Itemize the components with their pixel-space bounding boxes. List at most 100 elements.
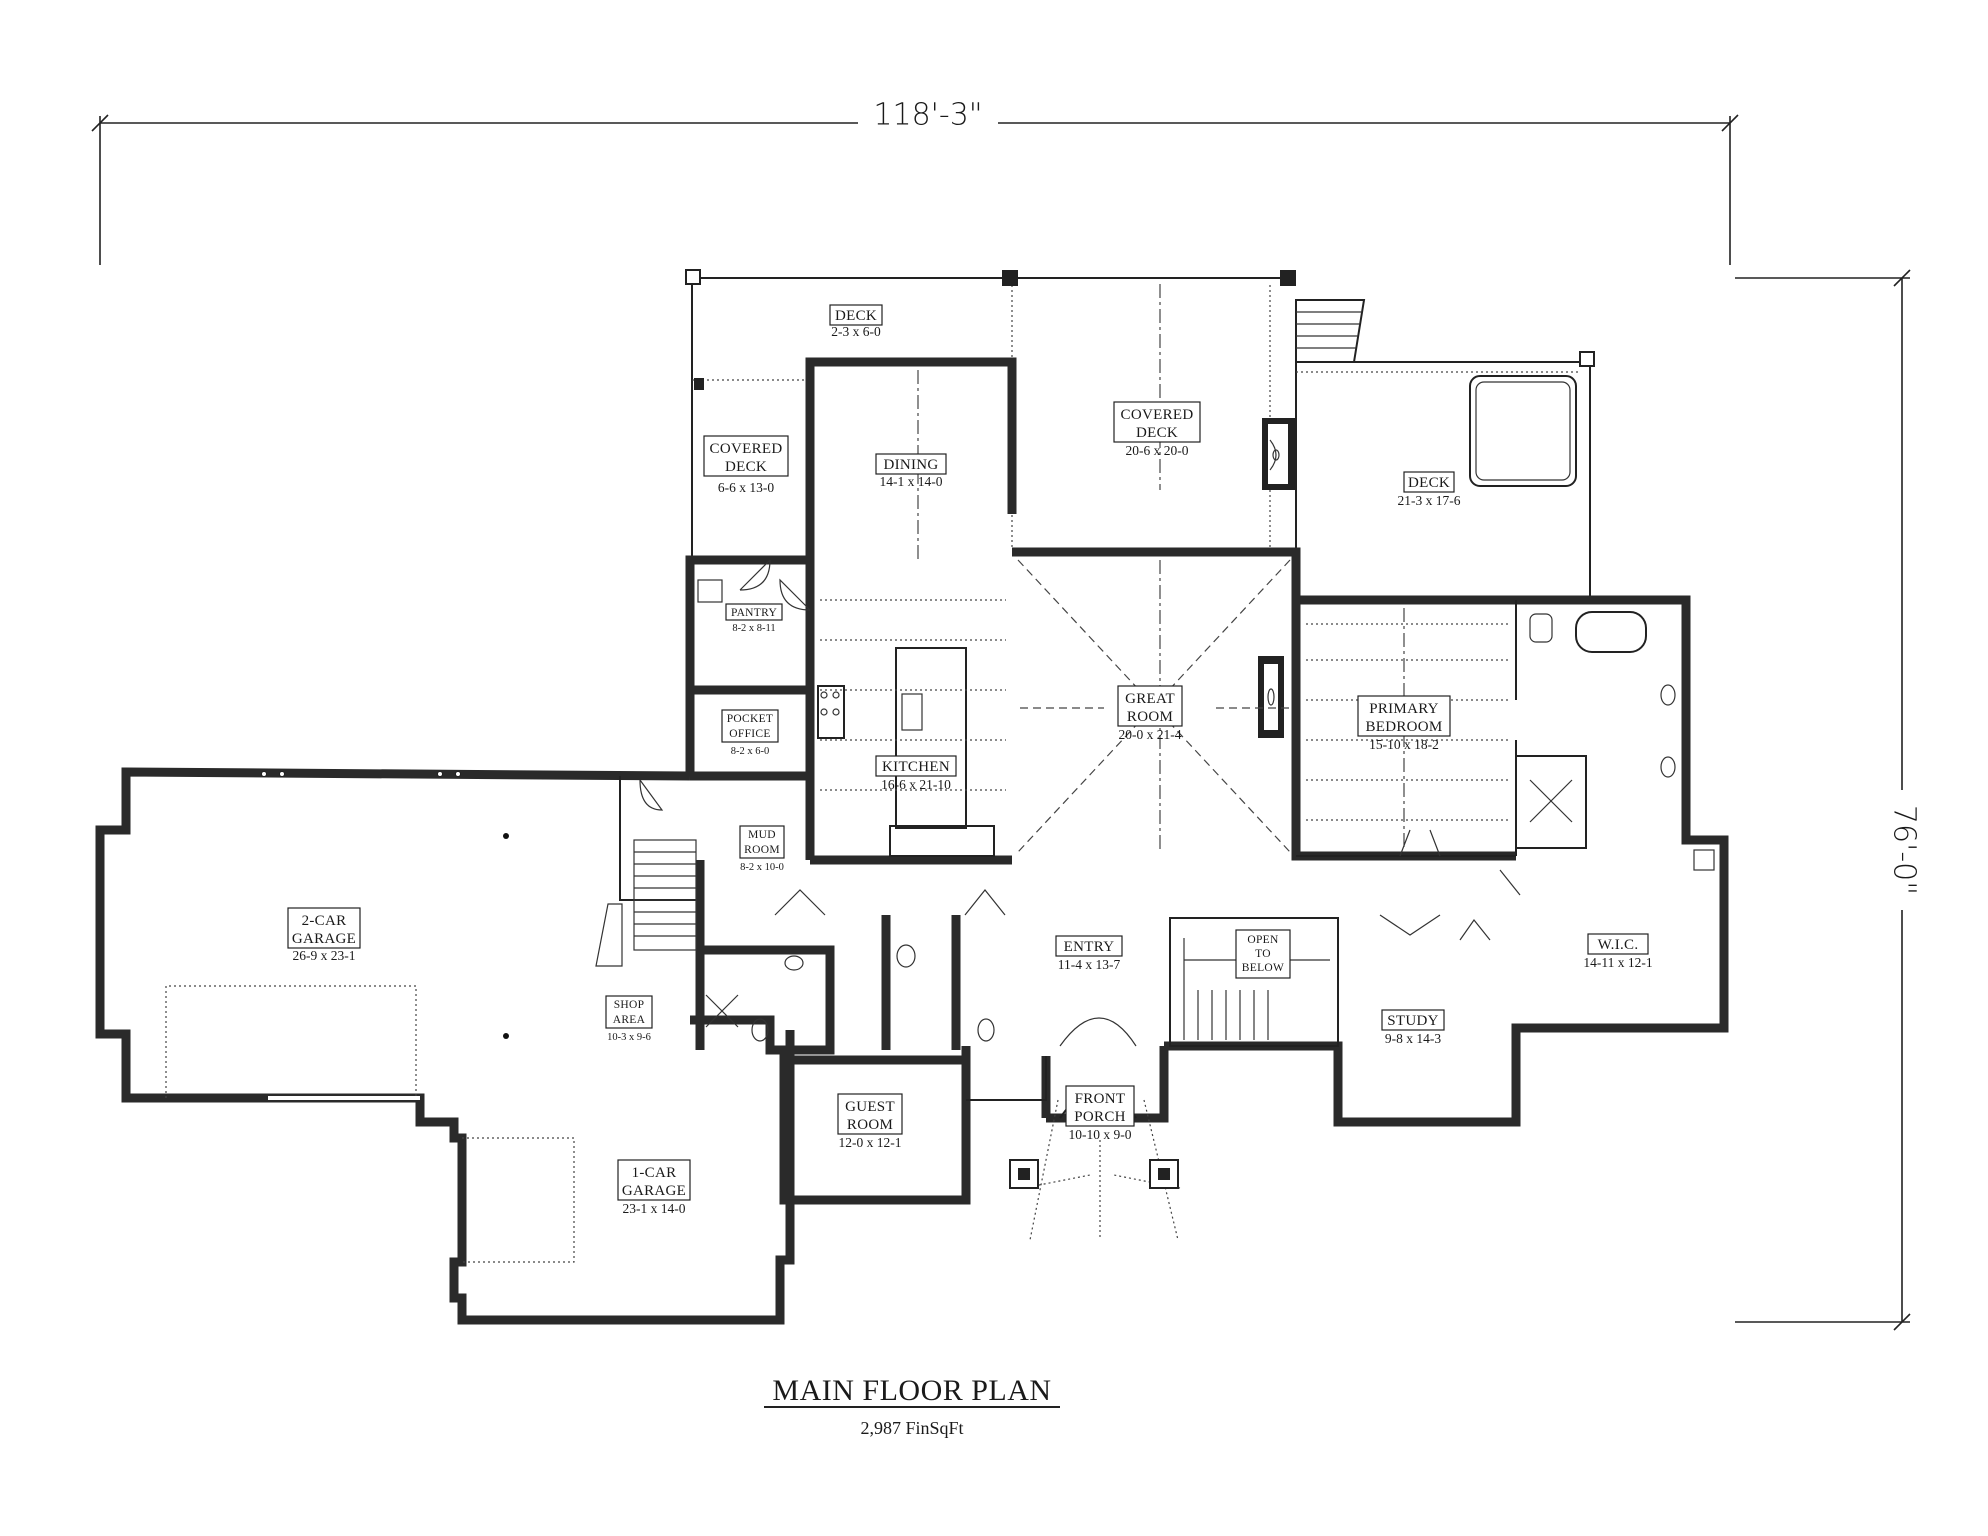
room-name: PORCH: [1074, 1109, 1126, 1125]
rear-decks: [685, 269, 1595, 600]
shop-area-label: SHOP AREA 10-3 x 9-6: [605, 995, 653, 1043]
toilet-icon: [1529, 613, 1553, 643]
wic-label: W.I.C. 14-11 x 12-1: [1583, 933, 1653, 970]
porch-post: [1149, 1159, 1179, 1189]
room-name: PANTRY: [731, 607, 778, 619]
sink-icon: [784, 955, 804, 971]
deck-post: [1280, 270, 1296, 286]
room-name: MUD: [748, 829, 776, 841]
range-icon: [817, 685, 845, 739]
pantry-label: PANTRY 8-2 x 8-11: [725, 603, 783, 634]
room-name: AREA: [613, 1014, 646, 1026]
room-name: 2-CAR: [302, 913, 347, 929]
covered-deck-center-label: COVERED DECK 20-6 x 20-0: [1113, 401, 1201, 458]
room-name: KITCHEN: [882, 759, 950, 775]
entry-label: ENTRY 11-4 x 13-7: [1055, 935, 1123, 972]
interior-walls: [619, 357, 1587, 1055]
room-size: 8-2 x 8-11: [732, 623, 775, 634]
mud-room-label: MUD ROOM 8-2 x 10-0: [739, 825, 785, 873]
deck-stairs: [1295, 299, 1366, 363]
room-size: 20-0 x 21-4: [1119, 727, 1182, 742]
room-name: DINING: [883, 457, 938, 473]
room-name: COVERED: [710, 441, 783, 457]
deck-post: [685, 269, 701, 285]
primary-bedroom-label: PRIMARY BEDROOM 15-10 x 18-2: [1357, 695, 1451, 752]
kitchen-island: [895, 647, 967, 829]
refrigerator-icon: [889, 825, 995, 857]
garage-2car-label: 2-CAR GARAGE 26-9 x 23-1: [287, 907, 361, 963]
room-size: 14-1 x 14-0: [880, 474, 943, 489]
room-name: TO: [1255, 948, 1271, 960]
plan-subtitle: 2,987 FinSqFt: [860, 1418, 963, 1438]
room-size: 8-2 x 6-0: [731, 746, 770, 757]
room-labels: DECK 2-3 x 6-0 COVERED DECK 6-6 x 13-0 D…: [287, 304, 1653, 1216]
room-size: 20-6 x 20-0: [1126, 443, 1189, 458]
room-name: OPEN: [1247, 934, 1279, 946]
room-name: DECK: [725, 459, 767, 475]
room-size: 12-0 x 12-1: [839, 1135, 902, 1150]
room-size: 15-10 x 18-2: [1369, 737, 1439, 752]
guest-room-label: GUEST ROOM 12-0 x 12-1: [837, 1093, 903, 1150]
room-name: GUEST: [845, 1099, 895, 1115]
room-size: 10-3 x 9-6: [607, 1032, 651, 1043]
room-size: 23-1 x 14-0: [623, 1201, 686, 1216]
room-name: ROOM: [847, 1117, 893, 1133]
room-name: ENTRY: [1064, 939, 1115, 955]
covered-deck-left-label: COVERED DECK 6-6 x 13-0: [703, 435, 789, 495]
room-name: ROOM: [744, 844, 780, 856]
room-name: STUDY: [1387, 1013, 1439, 1029]
garage-1car-label: 1-CAR GARAGE 23-1 x 14-0: [617, 1159, 691, 1216]
deck-post: [1579, 351, 1595, 367]
room-name: GARAGE: [622, 1183, 686, 1199]
room-size: 11-4 x 13-7: [1058, 957, 1121, 972]
room-name: GARAGE: [292, 931, 356, 947]
room-name: W.I.C.: [1598, 937, 1639, 953]
room-name: DECK: [1408, 475, 1450, 491]
room-name: DECK: [1136, 425, 1178, 441]
fireplace-icon: [1262, 418, 1296, 490]
room-size: 6-6 x 13-0: [718, 480, 774, 495]
deck-post: [1002, 270, 1018, 286]
room-name: BELOW: [1242, 962, 1284, 974]
front-porch-label: FRONT PORCH 10-10 x 9-0: [1065, 1085, 1135, 1142]
dining-label: DINING 14-1 x 14-0: [875, 453, 947, 489]
room-size: 8-2 x 10-0: [740, 862, 784, 873]
sink-icon: [901, 693, 923, 731]
study-label: STUDY 9-8 x 14-3: [1381, 1009, 1445, 1046]
depth-dimension-label: 76'-0": [1887, 805, 1922, 895]
vanity-sink-icon: [1660, 684, 1676, 706]
room-size: 16-6 x 21-10: [881, 777, 951, 792]
deck-right-label: DECK 21-3 x 17-6: [1398, 471, 1461, 508]
room-size: 21-3 x 17-6: [1398, 493, 1461, 508]
room-size: 26-9 x 23-1: [293, 948, 356, 963]
great-room-fireplace-icon: [1258, 656, 1284, 738]
open-to-below-label: OPEN TO BELOW: [1235, 929, 1291, 979]
great-room-label: GREAT ROOM 20-0 x 21-4: [1117, 685, 1183, 742]
room-name: 1-CAR: [632, 1165, 677, 1181]
room-name: PRIMARY: [1369, 701, 1439, 717]
room-name: DECK: [835, 308, 877, 324]
room-name: FRONT: [1075, 1091, 1126, 1107]
exterior-walls: [95, 357, 1729, 1325]
fixtures: [697, 579, 1715, 1042]
room-name: SHOP: [614, 999, 645, 1011]
depth-dimension: 76'-0": [1735, 269, 1924, 1331]
room-size: 2-3 x 6-0: [831, 324, 881, 339]
sink-icon: [896, 944, 916, 968]
room-name: COVERED: [1121, 407, 1194, 423]
toilet-icon: [751, 1018, 769, 1042]
front-porch: [966, 1056, 1181, 1241]
garage-windows: [261, 771, 461, 777]
deck-top-label: DECK 2-3 x 6-0: [829, 304, 883, 339]
room-name: OFFICE: [729, 728, 770, 740]
kitchen-label: KITCHEN 16-6 x 21-10: [875, 755, 957, 792]
room-name: ROOM: [1127, 709, 1173, 725]
bathtub-icon: [1575, 611, 1647, 653]
toilet-icon: [977, 1018, 995, 1042]
pantry-sink-icon: [697, 579, 723, 603]
plan-title-block: MAIN FLOOR PLAN 2,987 FinSqFt: [764, 1374, 1060, 1438]
room-name: GREAT: [1125, 691, 1175, 707]
room-size: 10-10 x 9-0: [1069, 1127, 1132, 1142]
washer-icon: [1693, 849, 1715, 871]
